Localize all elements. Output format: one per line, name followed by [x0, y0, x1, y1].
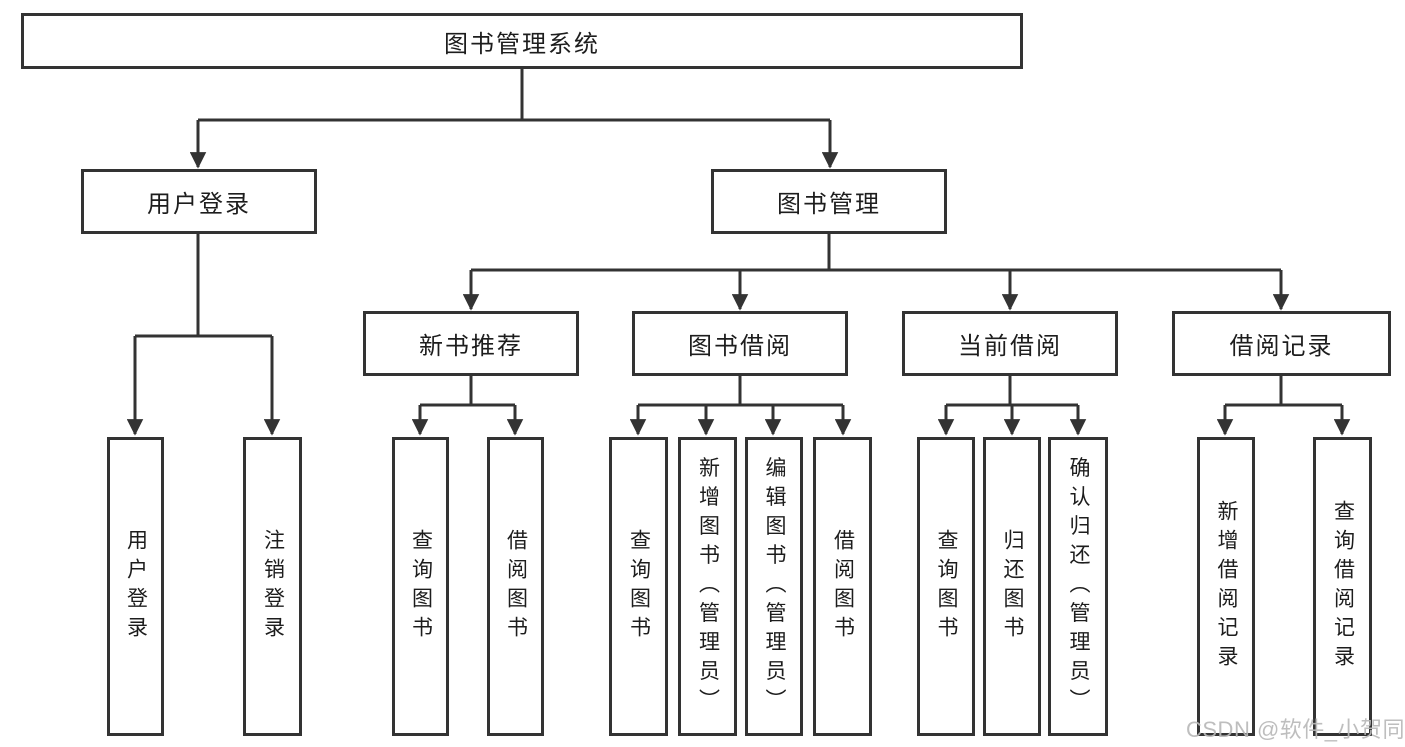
node-label: 查询图书 — [409, 528, 433, 645]
node-label: 新书推荐 — [419, 333, 523, 360]
node-borrowing-records: 借阅记录 — [1172, 311, 1391, 376]
node-label: 图书借阅 — [688, 333, 792, 360]
leaf-records-add-record: 新增借阅记录 — [1197, 437, 1255, 736]
node-label: 查询借阅记录 — [1331, 499, 1355, 674]
node-label: 归还图书 — [1001, 528, 1024, 645]
node-label: 当前借阅 — [958, 333, 1062, 360]
node-label: 查询图书 — [627, 528, 651, 645]
node-label: 注销登录 — [261, 528, 285, 645]
node-new-book-recommend: 新书推荐 — [363, 311, 579, 376]
node-label: 查询图书 — [935, 528, 958, 645]
node-label: 用户登录 — [124, 528, 148, 645]
node-current-borrowing: 当前借阅 — [902, 311, 1118, 376]
node-label: 借阅图书 — [504, 528, 528, 645]
leaf-borrowing-add-books-admin: 新增图书（管理员） — [678, 437, 737, 736]
node-root: 图书管理系统 — [21, 13, 1023, 69]
node-book-management: 图书管理 — [711, 169, 947, 234]
node-label: 编辑图书（管理员） — [763, 456, 786, 717]
leaf-current-return-books: 归还图书 — [983, 437, 1041, 736]
node-label: 图书管理 — [777, 191, 881, 218]
leaf-newbooks-query-books: 查询图书 — [392, 437, 449, 736]
node-label: 新增借阅记录 — [1215, 499, 1238, 674]
leaf-newbooks-borrow-books: 借阅图书 — [487, 437, 544, 736]
leaf-user-login: 用户登录 — [107, 437, 164, 736]
leaf-borrowing-borrow-books: 借阅图书 — [813, 437, 872, 736]
leaf-current-query-books: 查询图书 — [917, 437, 975, 736]
node-user-login-branch: 用户登录 — [81, 169, 317, 234]
node-label: 用户登录 — [147, 191, 251, 218]
node-label: 新增图书（管理员） — [696, 456, 720, 717]
node-label: 借阅图书 — [831, 528, 855, 645]
leaf-borrowing-edit-books-admin: 编辑图书（管理员） — [745, 437, 803, 736]
leaf-borrowing-query-books: 查询图书 — [609, 437, 668, 736]
node-book-borrowing: 图书借阅 — [632, 311, 848, 376]
leaf-records-query-record: 查询借阅记录 — [1313, 437, 1372, 736]
node-label: 图书管理系统 — [444, 30, 600, 58]
leaf-current-confirm-return-admin: 确认归还（管理员） — [1048, 437, 1108, 736]
node-label: 确认归还（管理员） — [1067, 456, 1090, 717]
leaf-logout: 注销登录 — [243, 437, 302, 736]
watermark: CSDN @软件_小贺同学 — [1186, 717, 1405, 742]
node-label: 借阅记录 — [1229, 333, 1334, 360]
